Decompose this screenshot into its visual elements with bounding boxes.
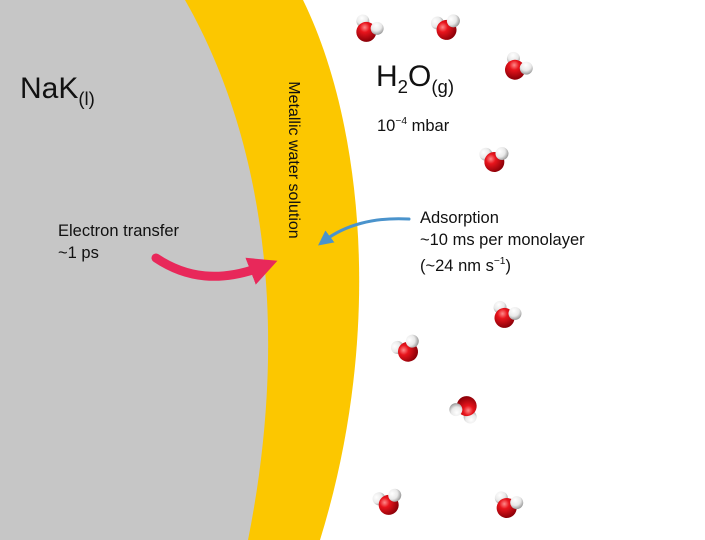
electron-transfer-arrow	[151, 253, 278, 285]
adsorption-line2: ~10 ms per monolayer	[420, 231, 585, 249]
water-molecule-icon	[488, 299, 524, 332]
water-molecule-icon	[388, 330, 427, 368]
pressure-label: 10−4 mbar	[377, 116, 450, 136]
adsorption-line1: Adsorption	[420, 209, 499, 227]
electron-transfer-line1: Electron transfer	[58, 222, 180, 240]
water-molecule-icon	[370, 485, 407, 519]
water-molecule-icon	[491, 490, 525, 521]
adsorption-label: Adsorption ~10 ms per monolayer (~24 nm …	[420, 207, 585, 277]
adsorption-line3: (~24 nm s−1)	[420, 256, 511, 276]
water-molecule-icon	[350, 12, 387, 47]
band-label-text: Metallic water solution	[285, 81, 302, 239]
water-molecule-icon	[478, 144, 512, 175]
water-molecule-icon	[498, 49, 537, 87]
water-molecule-icon	[429, 10, 465, 44]
nak-metal-region	[0, 0, 269, 540]
water-gas-label: H2O(g)	[376, 60, 455, 98]
nak-label: NaK(l)	[20, 72, 95, 110]
electron-transfer-line2: ~1 ps	[58, 244, 99, 262]
electron-transfer-label: Electron transfer ~1 ps	[58, 220, 179, 264]
adsorption-arrow	[318, 217, 411, 246]
water-molecule-icon	[446, 391, 483, 426]
